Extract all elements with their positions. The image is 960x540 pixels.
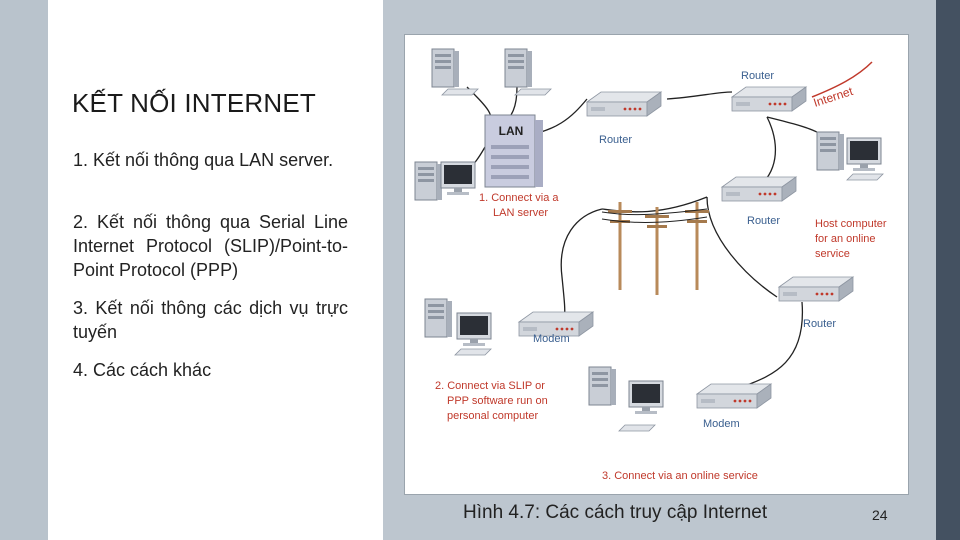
connection-caption: 2. Connect via SLIP or [435,380,545,392]
network-diagram: Internet LAN Router Router Router Router… [414,48,887,482]
host-computer-label: for an online [815,233,876,245]
connection-caption: 1. Connect via a [479,192,559,204]
utility-pole-icon [685,202,709,290]
list-item: 4. Các cách khác [73,360,212,380]
connection-caption: personal computer [447,410,538,422]
host-computer-label: Host computer [815,218,887,230]
figure-caption: Hình 4.7: Các cách truy cập Internet [463,502,768,523]
lan-label: LAN [499,124,524,138]
pc-icon [424,298,492,356]
right-accent-bar [936,0,960,540]
slide-title: KẾT NỐI INTERNET [72,88,316,118]
list-item: 1. Kết nối thông qua LAN server. [73,150,334,170]
page-number: 24 [872,507,888,523]
connection-caption: LAN server [493,207,548,219]
modem-label: Modem [533,333,570,345]
host-computer-label: service [815,248,850,260]
router-icon [731,86,807,112]
utility-pole-icon [608,202,632,290]
connection-caption: 3. Connect via an online service [602,470,758,482]
list-item: 2. Kết nối thông qua Serial Line Interne… [73,212,348,280]
router-label: Router [741,70,774,82]
pc-icon [504,48,552,96]
router-label: Router [599,134,632,146]
host-computer-icon [816,131,884,181]
lan-server-icon: LAN [484,114,543,188]
router-icon [721,176,797,202]
utility-pole-icon [645,207,669,295]
pc-icon [431,48,479,96]
pc-icon [588,366,664,432]
connection-caption: PPP software run on [447,395,548,407]
router-label: Router [803,318,836,330]
pc-icon [414,161,476,201]
router-icon [586,91,662,117]
network-diagram-frame: Internet LAN Router Router Router Router… [404,34,909,495]
router-icon [778,276,854,302]
list-item: 3. Kết nối thông các dịch vụ trực tuyến [73,298,348,342]
modem-label: Modem [703,418,740,430]
router-label: Router [747,215,780,227]
modem-icon [696,383,772,409]
left-accent-bar [0,0,48,540]
